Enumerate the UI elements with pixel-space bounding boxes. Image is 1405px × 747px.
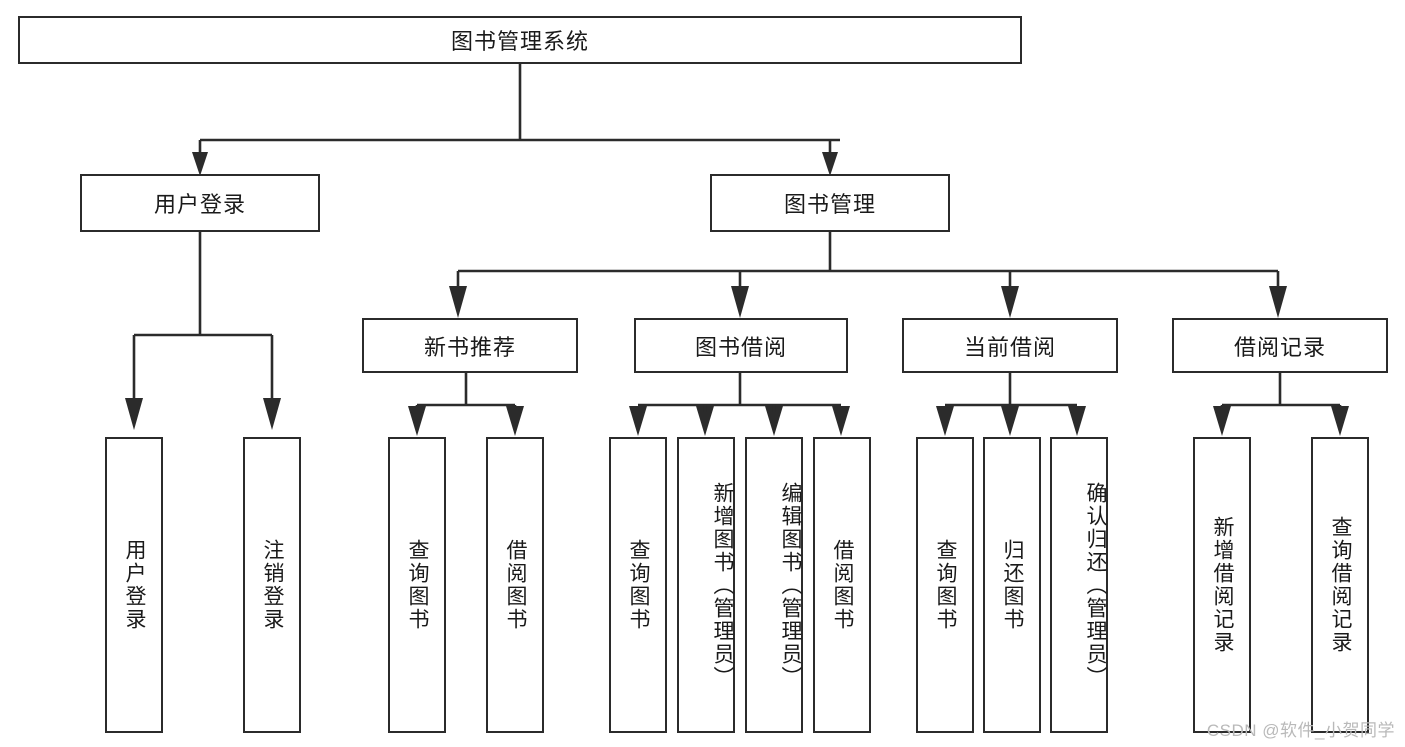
leaf-newbook-borrow-book-label: 借阅图书 [504, 539, 528, 631]
arrowhead-borrow-leaf4 [832, 406, 850, 436]
leaf-current-return-book[interactable]: 归还图书 [983, 437, 1041, 733]
arrowhead-new-book [449, 286, 467, 318]
node-book-management[interactable]: 图书管理 [710, 174, 950, 232]
leaf-record-query-record[interactable]: 查询借阅记录 [1311, 437, 1369, 733]
arrowhead-borrow-leaf3 [765, 406, 783, 436]
node-current-borrow[interactable]: 当前借阅 [902, 318, 1118, 373]
node-new-book-recommend[interactable]: 新书推荐 [362, 318, 578, 373]
leaf-current-query-book-label: 查询图书 [934, 539, 958, 631]
arrowhead-leaf-user-login [125, 398, 143, 430]
arrowhead-current-leaf3 [1068, 406, 1086, 436]
leaf-user-login-label: 用户登录 [123, 539, 147, 631]
node-borrow-record-label: 借阅记录 [1233, 334, 1326, 360]
leaf-borrow-borrow-book[interactable]: 借阅图书 [813, 437, 871, 733]
leaf-record-query-record-label: 查询借阅记录 [1329, 516, 1353, 654]
node-book-management-label: 图书管理 [783, 192, 876, 217]
leaf-borrow-add-book[interactable]: 新增图书（管理员） [677, 437, 735, 733]
arrowhead-newbook-leaf2 [506, 406, 524, 436]
arrowhead-borrow-record [1269, 286, 1287, 318]
watermark-text: CSDN @软件_小贺同学 [1206, 721, 1395, 740]
leaf-borrow-add-book-label: 新增图书（管理员） [711, 481, 734, 689]
arrowhead-current-leaf2 [1001, 406, 1019, 436]
node-new-book-recommend-label: 新书推荐 [423, 334, 516, 360]
arrowhead-leaf-logout [263, 398, 281, 430]
leaf-borrow-query-book[interactable]: 查询图书 [609, 437, 667, 733]
node-root-label: 图书管理系统 [450, 29, 589, 54]
node-user-login-label: 用户登录 [153, 192, 246, 217]
arrowhead-book-mgmt [822, 152, 838, 176]
arrowhead-newbook-leaf1 [408, 406, 426, 436]
arrowhead-current-borrow [1001, 286, 1019, 318]
leaf-current-confirm-return[interactable]: 确认归还（管理员） [1050, 437, 1108, 733]
arrowhead-borrow-leaf2 [696, 406, 714, 436]
node-current-borrow-label: 当前借阅 [963, 334, 1056, 360]
node-root-system[interactable]: 图书管理系统 [18, 16, 1022, 64]
arrowhead-borrow-leaf1 [629, 406, 647, 436]
leaf-newbook-query-book-label: 查询图书 [406, 539, 430, 631]
arrowhead-book-borrow [731, 286, 749, 318]
leaf-logout-label: 注销登录 [261, 539, 285, 631]
arrowhead-record-leaf1 [1213, 406, 1231, 436]
leaf-logout[interactable]: 注销登录 [243, 437, 301, 733]
leaf-user-login[interactable]: 用户登录 [105, 437, 163, 733]
leaf-current-confirm-return-label: 确认归还（管理员） [1084, 481, 1107, 689]
leaf-newbook-borrow-book[interactable]: 借阅图书 [486, 437, 544, 733]
leaf-borrow-edit-book-label: 编辑图书（管理员） [779, 481, 802, 689]
leaf-current-return-book-label: 归还图书 [1001, 539, 1025, 631]
node-borrow-record[interactable]: 借阅记录 [1172, 318, 1388, 373]
arrowhead-user-login [192, 152, 208, 176]
leaf-record-add-record-label: 新增借阅记录 [1211, 516, 1235, 654]
leaf-borrow-query-book-label: 查询图书 [627, 539, 651, 631]
leaf-borrow-borrow-book-label: 借阅图书 [831, 539, 855, 631]
arrowhead-record-leaf2 [1331, 406, 1349, 436]
leaf-current-query-book[interactable]: 查询图书 [916, 437, 974, 733]
leaf-newbook-query-book[interactable]: 查询图书 [388, 437, 446, 733]
node-book-borrow[interactable]: 图书借阅 [634, 318, 848, 373]
node-book-borrow-label: 图书借阅 [694, 334, 787, 360]
node-user-login[interactable]: 用户登录 [80, 174, 320, 232]
arrowhead-current-leaf1 [936, 406, 954, 436]
leaf-borrow-edit-book[interactable]: 编辑图书（管理员） [745, 437, 803, 733]
leaf-record-add-record[interactable]: 新增借阅记录 [1193, 437, 1251, 733]
